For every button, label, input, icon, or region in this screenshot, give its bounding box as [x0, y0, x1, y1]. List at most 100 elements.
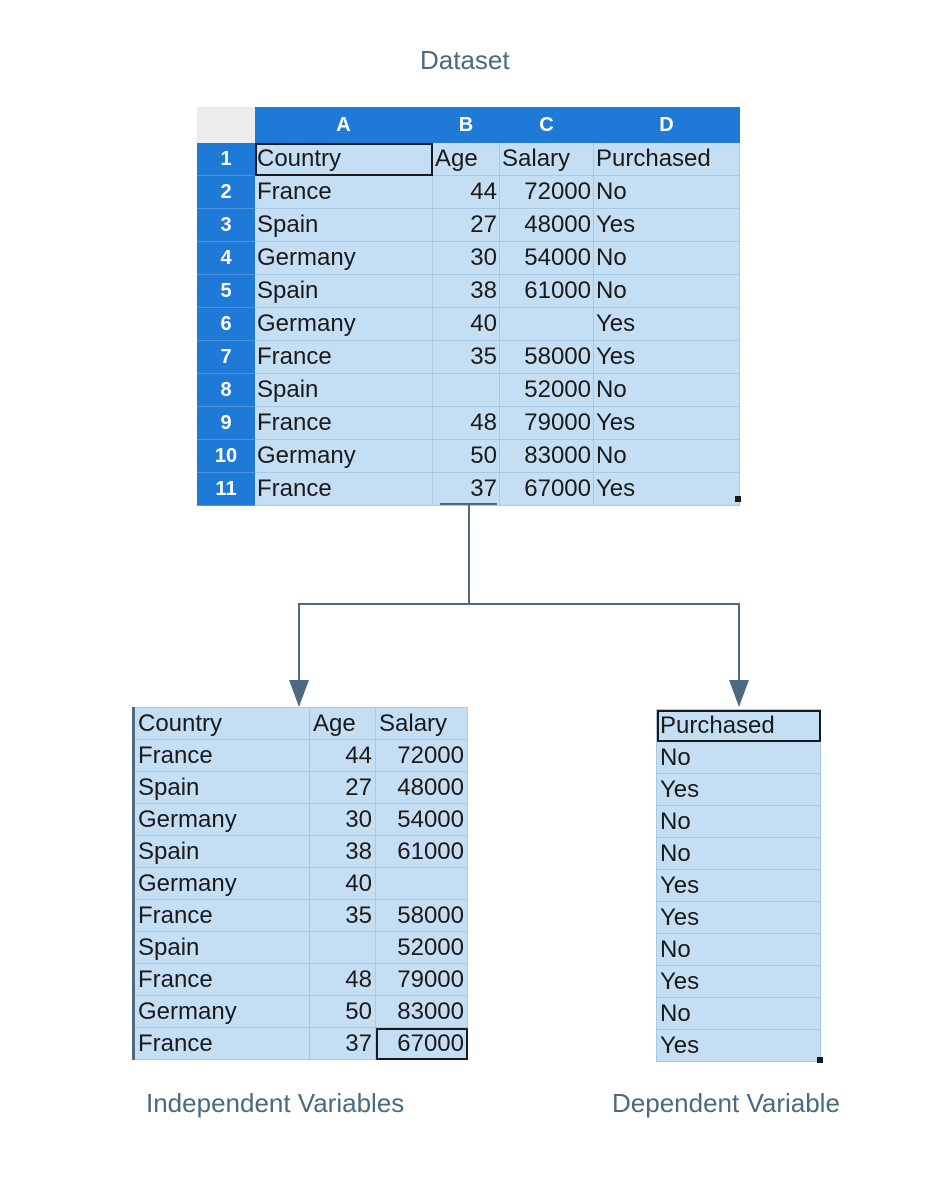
- sheet-cell[interactable]: France: [254, 175, 433, 209]
- sheet-cell[interactable]: 35: [432, 340, 500, 374]
- sheet-cell[interactable]: Purchased: [593, 142, 740, 176]
- row-number[interactable]: 2: [197, 175, 255, 209]
- sheet-cell[interactable]: 27: [309, 771, 376, 804]
- sheet-cell[interactable]: No: [593, 241, 740, 275]
- row-number[interactable]: 11: [197, 472, 255, 506]
- sheet-cell[interactable]: France: [133, 1027, 310, 1060]
- sheet-cell[interactable]: No: [593, 274, 740, 308]
- sheet-cell[interactable]: 48000: [375, 771, 468, 804]
- sheet-cell[interactable]: 58000: [375, 899, 468, 932]
- sheet-cell[interactable]: [375, 867, 468, 900]
- sheet-cell[interactable]: Yes: [656, 773, 821, 806]
- row-number[interactable]: 9: [197, 406, 255, 440]
- sheet-cell[interactable]: Purchased: [656, 709, 821, 742]
- sheet-cell[interactable]: Germany: [133, 995, 310, 1028]
- sheet-cell[interactable]: 72000: [499, 175, 594, 209]
- sheet-cell[interactable]: [309, 931, 376, 964]
- sheet-cell[interactable]: Country: [133, 707, 310, 740]
- sheet-cell[interactable]: France: [254, 406, 433, 440]
- sheet-cell[interactable]: Yes: [656, 1029, 821, 1062]
- sheet-cell[interactable]: 61000: [499, 274, 594, 308]
- sheet-cell[interactable]: 27: [432, 208, 500, 242]
- sheet-cell[interactable]: 44: [432, 175, 500, 209]
- sheet-cell[interactable]: 67000: [375, 1027, 468, 1060]
- sheet-cell[interactable]: Spain: [133, 771, 310, 804]
- sheet-cell[interactable]: Salary: [375, 707, 468, 740]
- sheet-cell[interactable]: 83000: [375, 995, 468, 1028]
- sheet-cell[interactable]: France: [133, 899, 310, 932]
- sheet-cell[interactable]: Spain: [254, 373, 433, 407]
- sheet-cell[interactable]: No: [656, 805, 821, 838]
- sheet-cell[interactable]: Country: [254, 142, 433, 176]
- sheet-cell[interactable]: 50: [432, 439, 500, 473]
- dependent-fill-handle[interactable]: [817, 1057, 823, 1063]
- row-number[interactable]: 6: [197, 307, 255, 341]
- sheet-cell[interactable]: No: [656, 933, 821, 966]
- sheet-cell[interactable]: Yes: [656, 901, 821, 934]
- table-row: No: [656, 997, 821, 1030]
- sheet-cell[interactable]: Yes: [593, 340, 740, 374]
- sheet-cell[interactable]: Age: [309, 707, 376, 740]
- sheet-cell[interactable]: Germany: [254, 439, 433, 473]
- sheet-cell[interactable]: 40: [309, 867, 376, 900]
- sheet-cell[interactable]: 72000: [375, 739, 468, 772]
- sheet-cell[interactable]: 61000: [375, 835, 468, 868]
- sheet-cell[interactable]: 38: [309, 835, 376, 868]
- select-all-corner[interactable]: [197, 107, 255, 143]
- sheet-cell[interactable]: France: [254, 340, 433, 374]
- row-number[interactable]: 1: [197, 142, 255, 176]
- sheet-cell[interactable]: 79000: [375, 963, 468, 996]
- sheet-cell[interactable]: Germany: [254, 307, 433, 341]
- sheet-cell[interactable]: No: [656, 997, 821, 1030]
- sheet-cell[interactable]: 48: [432, 406, 500, 440]
- row-number[interactable]: 10: [197, 439, 255, 473]
- sheet-cell[interactable]: 48000: [499, 208, 594, 242]
- sheet-cell[interactable]: France: [254, 472, 433, 506]
- sheet-cell[interactable]: France: [133, 739, 310, 772]
- sheet-cell[interactable]: Yes: [656, 965, 821, 998]
- sheet-cell[interactable]: 83000: [499, 439, 594, 473]
- row-number[interactable]: 8: [197, 373, 255, 407]
- sheet-cell[interactable]: Yes: [656, 869, 821, 902]
- sheet-cell[interactable]: Spain: [133, 931, 310, 964]
- sheet-cell[interactable]: 35: [309, 899, 376, 932]
- sheet-cell[interactable]: 37: [432, 472, 500, 506]
- table-row: Yes: [656, 901, 821, 934]
- sheet-cell[interactable]: Yes: [593, 406, 740, 440]
- sheet-cell[interactable]: Germany: [133, 867, 310, 900]
- sheet-cell[interactable]: 48: [309, 963, 376, 996]
- sheet-cell[interactable]: France: [133, 963, 310, 996]
- sheet-cell[interactable]: [499, 307, 594, 341]
- sheet-cell[interactable]: No: [656, 837, 821, 870]
- sheet-cell[interactable]: 52000: [499, 373, 594, 407]
- sheet-cell[interactable]: 30: [309, 803, 376, 836]
- sheet-cell[interactable]: No: [656, 741, 821, 774]
- sheet-cell[interactable]: Germany: [133, 803, 310, 836]
- column-header-d[interactable]: D: [593, 107, 740, 143]
- sheet-cell[interactable]: No: [593, 373, 740, 407]
- sheet-cell[interactable]: 44: [309, 739, 376, 772]
- sheet-cell[interactable]: 54000: [499, 241, 594, 275]
- sheet-cell[interactable]: 67000: [499, 472, 594, 506]
- sheet-cell[interactable]: 38: [432, 274, 500, 308]
- table-row: No: [656, 837, 821, 870]
- sheet-cell[interactable]: [432, 373, 500, 407]
- sheet-cell[interactable]: 37: [309, 1027, 376, 1060]
- sheet-cell[interactable]: Spain: [133, 835, 310, 868]
- sheet-cell[interactable]: 79000: [499, 406, 594, 440]
- sheet-cell[interactable]: 54000: [375, 803, 468, 836]
- sheet-cell[interactable]: 50: [309, 995, 376, 1028]
- sheet-cell[interactable]: Yes: [593, 208, 740, 242]
- row-number[interactable]: 7: [197, 340, 255, 374]
- row-number[interactable]: 4: [197, 241, 255, 275]
- sheet-cell[interactable]: Yes: [593, 307, 740, 341]
- sheet-cell[interactable]: 52000: [375, 931, 468, 964]
- sheet-cell[interactable]: Salary: [499, 142, 594, 176]
- dataset-fill-handle[interactable]: [735, 496, 741, 502]
- sheet-cell[interactable]: Yes: [593, 472, 740, 506]
- sheet-cell[interactable]: No: [593, 439, 740, 473]
- sheet-cell[interactable]: Spain: [254, 208, 433, 242]
- column-header-c[interactable]: C: [499, 107, 594, 143]
